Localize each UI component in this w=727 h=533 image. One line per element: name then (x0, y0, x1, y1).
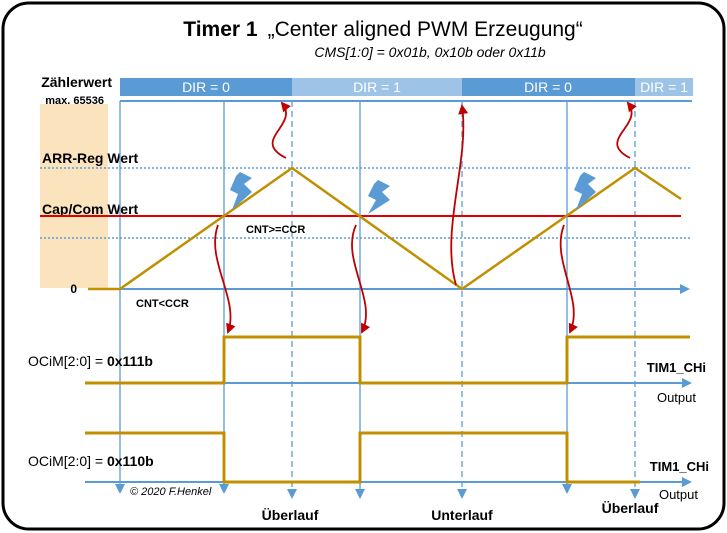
counter-label: Zählerwert (41, 74, 112, 90)
dir-label: DIR = 0 (524, 79, 572, 95)
dir-label: DIR = 1 (353, 79, 401, 95)
output1-mode: OCiM[2:0] = 0x111b (28, 353, 153, 369)
lightning-icon (368, 180, 390, 214)
counter-range-band (40, 104, 108, 288)
title: Timer 1„Center aligned PWM Erzeugung“ (183, 18, 582, 41)
output1-output-label: Output (657, 390, 696, 405)
dir-label: DIR = 1 (640, 79, 688, 95)
output2-mode: OCiM[2:0] = 0x110b (28, 453, 154, 469)
event-underflow: Unterlauf (431, 507, 493, 523)
copyright: © 2020 F.Henkel (130, 486, 212, 498)
dir-segment (635, 78, 693, 96)
output2-output-label: Output (659, 487, 698, 502)
lightning-icons (230, 172, 596, 214)
capcom-label: Cap/Com Wert (42, 201, 139, 217)
event-arrows (214, 101, 637, 334)
zero-label: 0 (70, 282, 77, 296)
dir-segment (462, 78, 635, 96)
lightning-icon (230, 172, 252, 210)
event-overflow: Überlauf (602, 500, 659, 516)
output1-channel: TIM1_CHi (647, 360, 706, 375)
dir-segment (292, 78, 462, 96)
counter-waveform (88, 166, 682, 291)
output2-waveform (85, 431, 640, 484)
dir-segment (120, 78, 292, 96)
max-label: max. 65536 (45, 95, 104, 107)
event-overflow: Überlauf (262, 507, 319, 523)
cnt-ge-label: CNT>=CCR (246, 224, 305, 236)
dir-label: DIR = 0 (182, 79, 230, 95)
arr-label: ARR-Reg Wert (42, 150, 139, 166)
lightning-icon (574, 172, 596, 210)
output2-channel: TIM1_CHi (650, 459, 709, 474)
output1-waveform (85, 335, 690, 385)
cnt-lt-label: CNT<CCR (136, 298, 189, 310)
subtitle: CMS[1:0] = 0x01b, 0x10b oder 0x11b (314, 44, 545, 60)
